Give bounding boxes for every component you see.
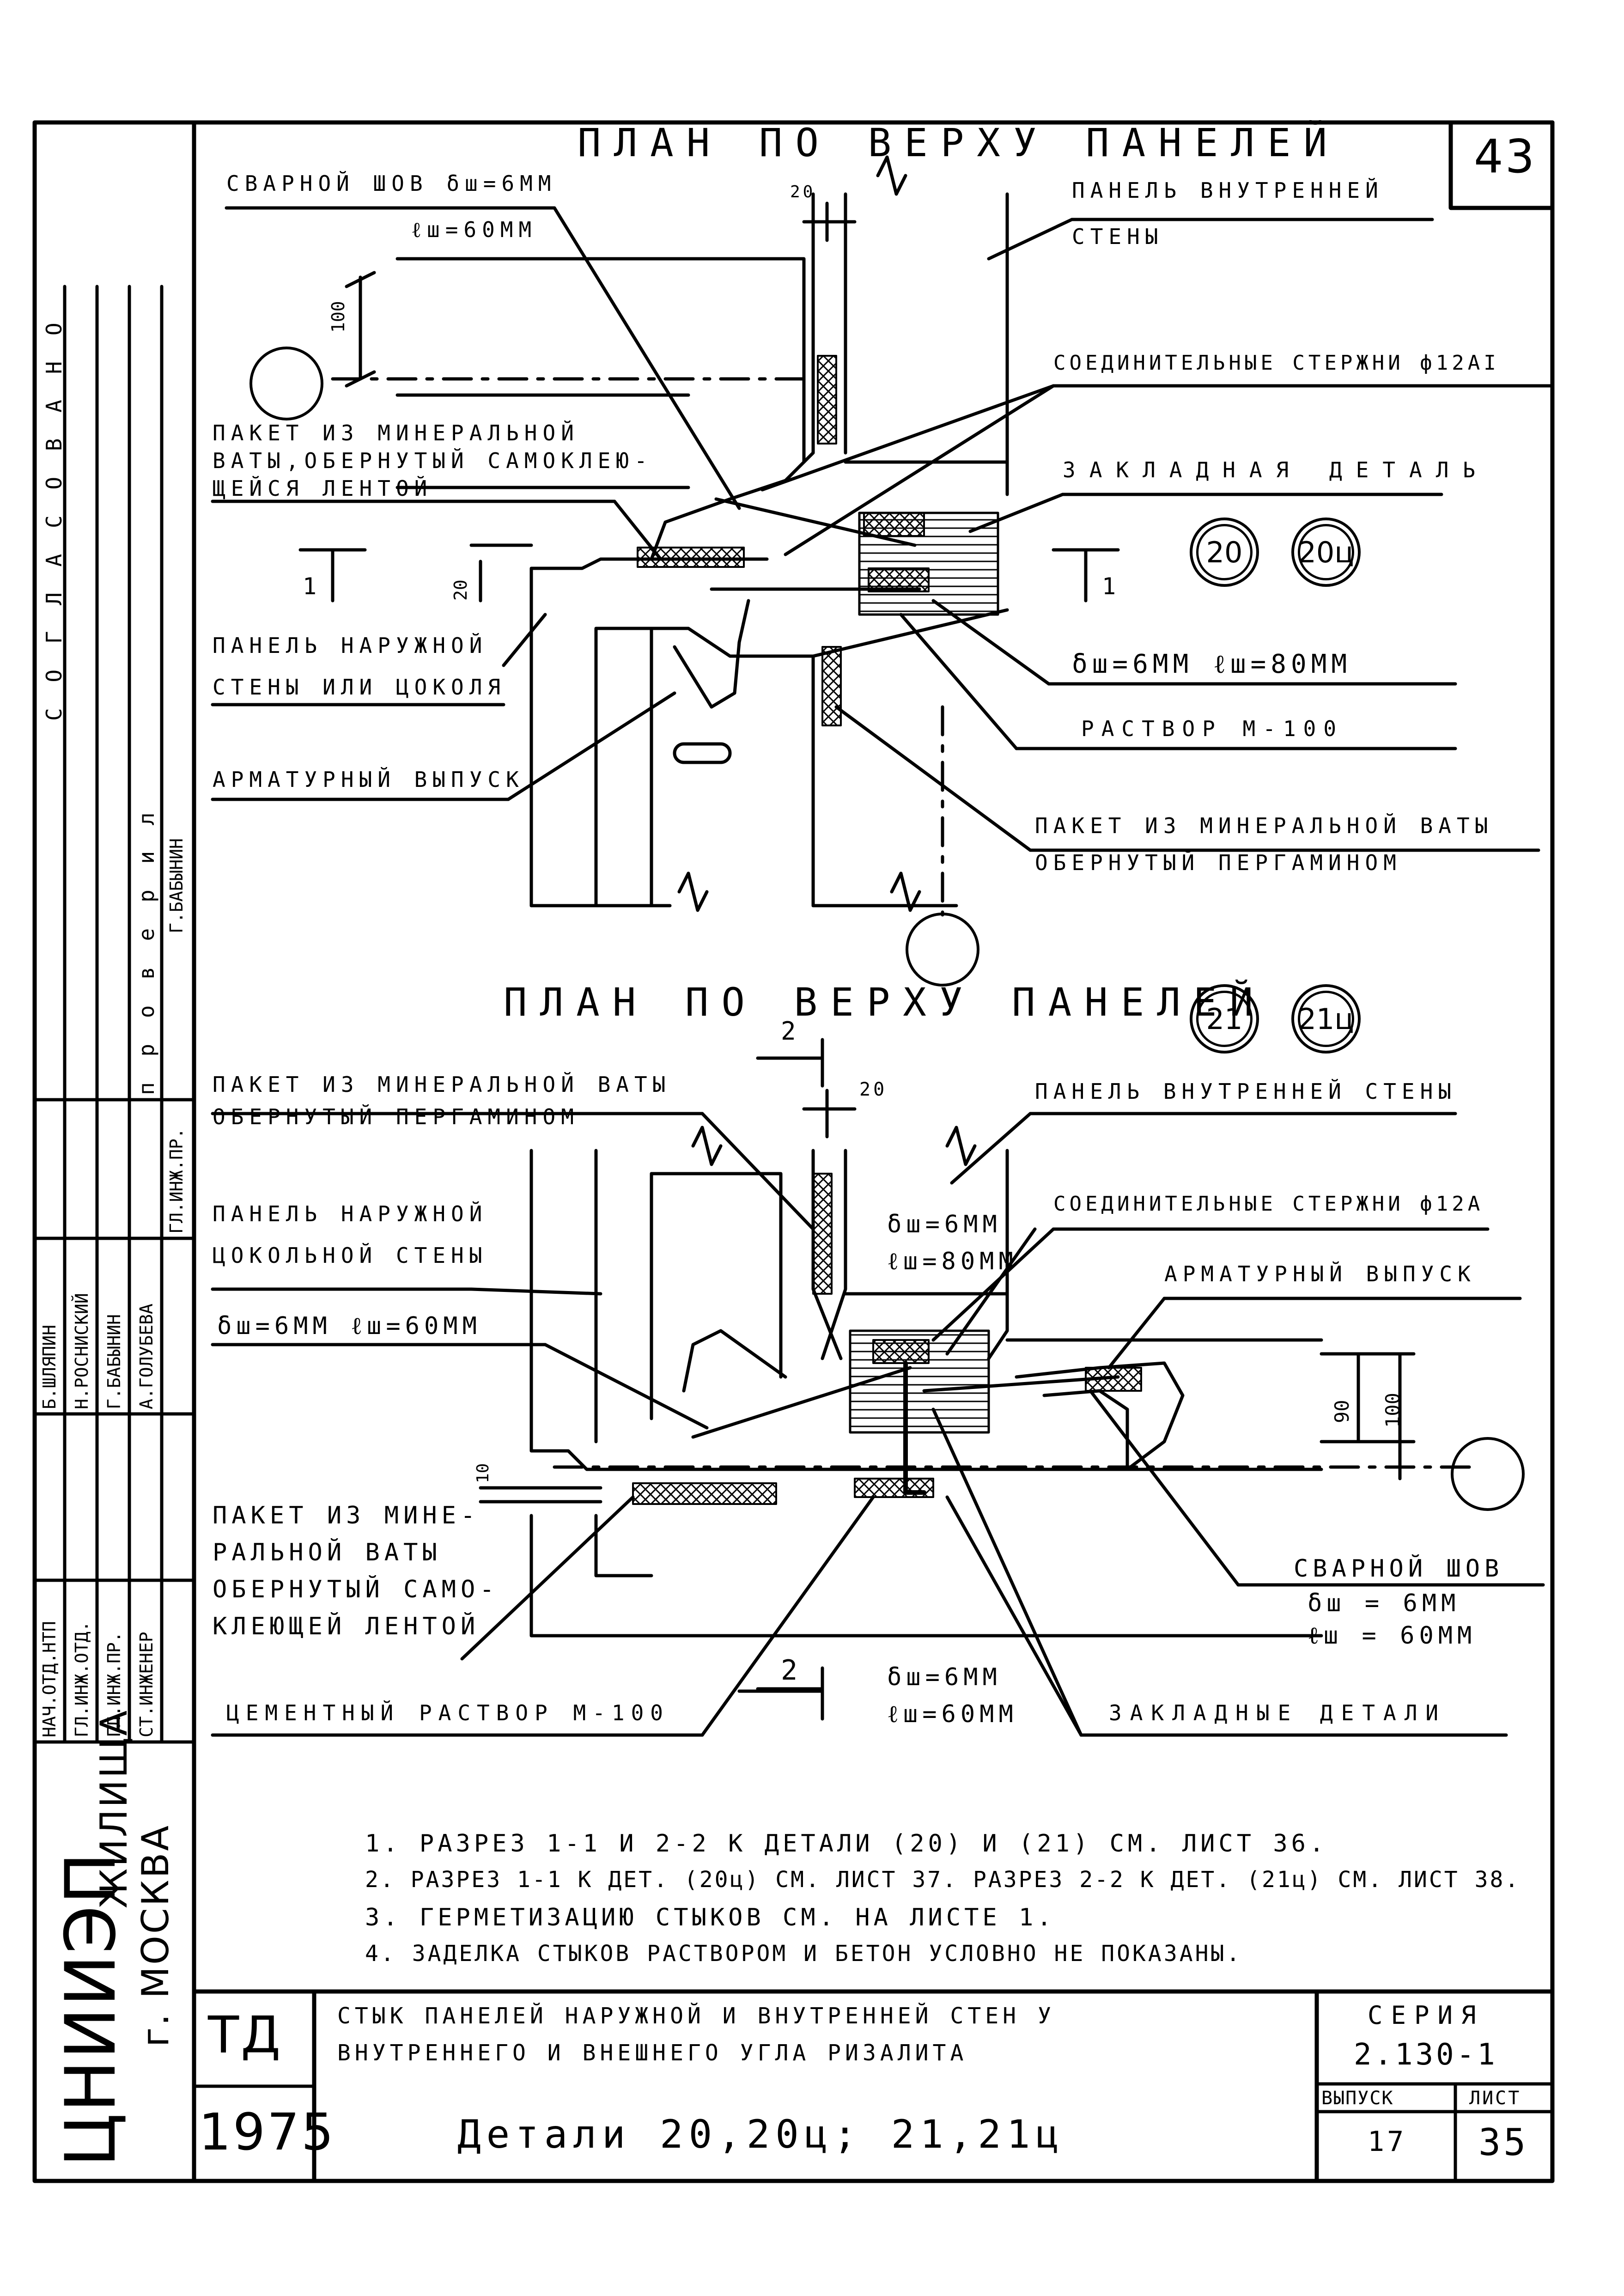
pack-c-label-2: РАЛЬНОЙ ВАТЫ xyxy=(213,1539,442,1566)
note-3: 3. ГЕРМЕТИЗАЦИЮ СТЫКОВ СМ. НА ЛИСТЕ 1. xyxy=(365,1904,1055,1931)
sheet-value: 35 xyxy=(1478,2121,1529,2164)
weld-c-label-2: ℓш = 60ММ xyxy=(1308,1622,1477,1650)
pack-label-3: ЩЕЙСЯ ЛЕНТОЙ xyxy=(213,476,433,501)
checker-position: ГЛ.ИНЖ.ПР. xyxy=(166,1128,187,1234)
detail-marker-20c: 20ц xyxy=(1291,518,1361,587)
checker-name: Г.БАБЫНИН xyxy=(166,838,187,933)
weld2-label: δш=6ММ ℓш=80ММ xyxy=(1072,649,1352,679)
embeds-label: ЗАКЛАДНЫЕ ДЕТАЛИ xyxy=(1109,1700,1447,1725)
cement-label: ЦЕМЕНТНЫЙ РАСТВОР М-100 xyxy=(226,1700,669,1725)
detail-21c-label: 21ц xyxy=(1298,1002,1354,1036)
plan-bottom-title: ПЛАН ПО ВЕРХУ ПАНЕЛЕЙ xyxy=(504,980,1266,1025)
org-suffix: ЖИЛИЩА xyxy=(92,1708,135,1908)
pack-c-label-1: ПАКЕТ ИЗ МИНЕ- xyxy=(213,1502,480,1529)
dim-10: 10 xyxy=(474,1463,493,1483)
rebar-label: АРМАТУРНЫЙ ВЫПУСК xyxy=(213,767,524,792)
pack-label-b2: ОБЕРНУТЫЙ ПЕРГАМИНОМ xyxy=(213,1104,579,1129)
checked-label: п р о в е р и л xyxy=(134,806,159,1095)
pack-label-b1: ПАКЕТ ИЗ МИНЕРАЛЬНОЙ ВАТЫ xyxy=(213,1072,671,1097)
name-2: Н.РОСНИСКИЙ xyxy=(72,1293,92,1409)
issue-value: 17 xyxy=(1368,2125,1407,2158)
doc-title-1: СТЫК ПАНЕЛЕЙ НАРУЖНОЙ И ВНУТРЕННЕЙ СТЕН … xyxy=(337,2003,1055,2029)
agreed-label: С О Г Л А С О В А Н О xyxy=(42,316,67,721)
pack-label-2: ВАТЫ,ОБЕРНУТЫЙ САМОКЛЕЮ- xyxy=(213,448,653,473)
role-4: СТ.ИНЖЕНЕР xyxy=(136,1632,157,1737)
series-value: 2.130-1 xyxy=(1354,2038,1498,2072)
detail-21-label: 21 xyxy=(1206,1002,1243,1036)
weld-d-label-2: ℓш=60ММ xyxy=(887,1700,1018,1728)
weld-c-label-1: δш = 6ММ xyxy=(1308,1590,1460,1617)
dim-20-lower: 20 xyxy=(450,579,471,601)
axis-circle-mid xyxy=(906,913,979,987)
outer-wall-label-1: ПАНЕЛЬ НАРУЖНОЙ xyxy=(213,633,488,658)
note-1: 1. РАЗРЕЗ 1-1 И 2-2 К ДЕТАЛИ (20) И (21)… xyxy=(365,1830,1328,1858)
section-mark-2-top: 2 xyxy=(781,1017,799,1046)
weld-b-label: δш=6ММ ℓш=60ММ xyxy=(217,1312,481,1340)
detail-marker-21c: 21ц xyxy=(1291,984,1361,1054)
inner-wall-label-1: ПАНЕЛЬ ВНУТРЕННЕЙ xyxy=(1072,178,1384,203)
name-3: Г.БАБЫНИН xyxy=(104,1314,124,1409)
pack-b-label-1: ПАКЕТ ИЗ МИНЕРАЛЬНОЙ ВАТЫ xyxy=(1035,813,1494,838)
rods-label: СОЕДИНИТЕЛЬНЫЕ СТЕРЖНИ ф12АI xyxy=(1053,351,1500,375)
series-label: СЕРИЯ xyxy=(1368,2001,1484,2030)
rods-label-b: СОЕДИНИТЕЛЬНЫЕ СТЕРЖНИ ф12А xyxy=(1053,1192,1484,1216)
weld-length-label: ℓш=60ММ xyxy=(411,217,537,242)
weld-d-label-1: δш=6ММ xyxy=(887,1663,1002,1691)
outer-wall-label-2: СТЕНЫ ИЛИ ЦОКОЛЯ xyxy=(213,675,506,700)
plan-top-title: ПЛАН ПО ВЕРХУ ПАНЕЛЕЙ xyxy=(578,120,1340,165)
pack-label-1: ПАКЕТ ИЗ МИНЕРАЛЬНОЙ xyxy=(213,420,579,445)
section-mark-2-bottom: 2 xyxy=(781,1654,801,1687)
section-mark-1-right: 1 xyxy=(1102,573,1119,600)
weld-a-label-2: ℓш=80ММ xyxy=(887,1248,1018,1275)
axis-circle-top xyxy=(249,347,323,420)
note-2: 2. РАЗРЕЗ 1-1 К ДЕТ. (20ц) СМ. ЛИСТ 37. … xyxy=(365,1867,1521,1893)
role-1: НАЧ.ОТД.НТП xyxy=(39,1621,60,1737)
pack-c-label-4: КЛЕЮЩЕЙ ЛЕНТОЙ xyxy=(213,1613,480,1640)
note-4: 4. ЗАДЕЛКА СТЫКОВ РАСТВОРОМ И БЕТОН УСЛО… xyxy=(365,1941,1242,1967)
weld-seam-label: СВАРНОЙ ШОВ δш=6ММ xyxy=(226,171,557,196)
sheet-label: ЛИСТ xyxy=(1469,2088,1521,2109)
dim-100-top: 100 xyxy=(328,301,348,333)
outer-label-b1: ПАНЕЛЬ НАРУЖНОЙ xyxy=(213,1201,488,1226)
name-1: Б.ШЛЯПИН xyxy=(39,1324,60,1409)
detail-20c-label: 20ц xyxy=(1298,535,1354,569)
pack-b-label-2: ОБЕРНУТЫЙ ПЕРГАМИНОМ xyxy=(1035,850,1402,875)
weld-seam-label-b: СВАРНОЙ ШОВ xyxy=(1294,1555,1504,1583)
dim-20-top: 20 xyxy=(790,183,816,201)
dim-100-bottom: 100 xyxy=(1381,1393,1404,1428)
dim-20-bottom: 20 xyxy=(859,1079,888,1100)
axis-circle-bottom xyxy=(1451,1437,1525,1511)
doc-year: 1975 xyxy=(199,2102,335,2162)
weld-a-label-1: δш=6ММ xyxy=(887,1211,1002,1238)
outer-label-b2: ЦОКОЛЬНОЙ СТЕНЫ xyxy=(213,1243,488,1268)
rebar-label-b: АРМАТУРНЫЙ ВЫПУСК xyxy=(1164,1261,1476,1286)
issue-label: ВЫПУСК xyxy=(1321,2088,1394,2109)
city-name: г. МОСКВА xyxy=(134,1823,177,2047)
doc-subtitle: Детали 20,20ц; 21,21ц xyxy=(457,2112,1065,2157)
doc-code: ТД xyxy=(208,2005,283,2065)
inner-wall-label-2: СТЕНЫ xyxy=(1072,224,1164,249)
embed-label: ЗАКЛАДНАЯ ДЕТАЛЬ xyxy=(1063,457,1490,482)
detail-marker-21: 21 xyxy=(1190,984,1259,1054)
doc-title-2: ВНУТРЕННЕГО И ВНЕШНЕГО УГЛА РИЗАЛИТА xyxy=(337,2040,968,2066)
section-mark-1-left: 1 xyxy=(303,573,320,600)
pack-c-label-3: ОБЕРНУТЫЙ САМО- xyxy=(213,1576,499,1603)
role-2: ГЛ.ИНЖ.ОТД. xyxy=(72,1621,92,1737)
mortar-label: РАСТВОР М-100 xyxy=(1081,716,1344,741)
inner-wall-label-b: ПАНЕЛЬ ВНУТРЕННЕЙ СТЕНЫ xyxy=(1035,1079,1457,1104)
sheet-badge: 43 xyxy=(1474,129,1537,183)
detail-20-label: 20 xyxy=(1206,535,1243,569)
dim-90: 90 xyxy=(1331,1400,1353,1423)
name-4: А.ГОЛУБЕВА xyxy=(136,1303,157,1409)
detail-marker-20: 20 xyxy=(1190,518,1259,587)
